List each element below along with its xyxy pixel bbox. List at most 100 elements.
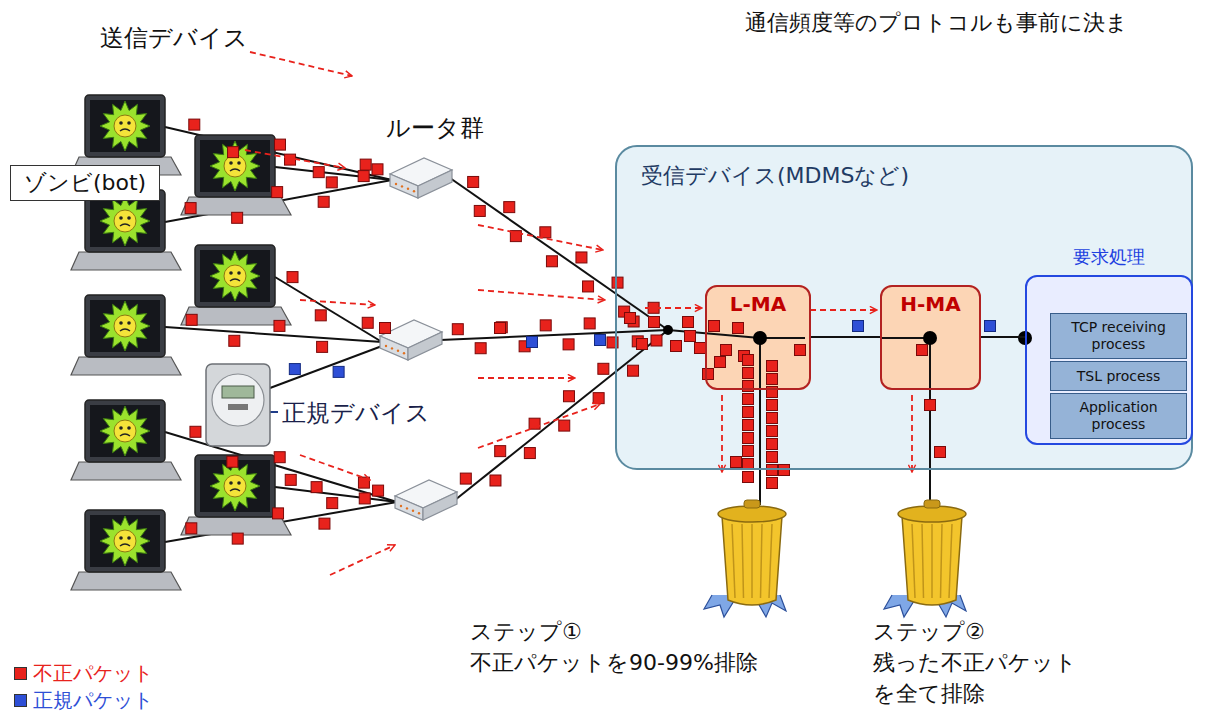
flow-arrow (250, 52, 352, 76)
attack-packet (767, 361, 778, 372)
attack-packet (285, 474, 296, 485)
attack-packet (593, 393, 604, 404)
router-icon (390, 158, 452, 198)
can-rib (732, 524, 735, 598)
router-icon (395, 480, 457, 520)
attack-packet (583, 281, 594, 292)
legit-packet (333, 366, 344, 377)
zombie-laptop (71, 510, 181, 590)
router-side (423, 492, 457, 520)
attack-packet (232, 533, 243, 544)
attack-packet (373, 485, 384, 496)
attack-packet (227, 456, 238, 467)
attack-packet (315, 310, 326, 321)
can-rib (742, 524, 744, 598)
node-text: TCP receiving process (1055, 319, 1182, 353)
attack-packet (317, 341, 328, 352)
virus-mouth (230, 279, 240, 281)
flow-arrow (300, 455, 370, 480)
attack-packet (362, 317, 373, 328)
laptop-screen (85, 510, 165, 572)
wire (275, 277, 382, 342)
virus-eye (127, 121, 131, 125)
attack-packet (625, 313, 636, 324)
attack-packet (189, 119, 200, 130)
virus-face (114, 210, 136, 232)
request-processing-box: 要求処理TCP receiving processTSL processAppl… (1025, 275, 1193, 445)
legend-swatch (14, 694, 27, 707)
router-led (406, 507, 408, 509)
virus-burst (100, 101, 150, 151)
note-text: 通信頻度等のプロトコルも事前に決ま (745, 8, 1128, 38)
connector-line (981, 336, 1025, 338)
virus-eye (127, 321, 131, 325)
router-led (400, 505, 402, 507)
attack-packet (360, 159, 371, 170)
virus-mouth (230, 169, 240, 171)
flow-arrow (911, 395, 913, 472)
junction-dot (753, 331, 767, 345)
node-text: ゾンビ(bot) (11, 166, 159, 200)
laptop-display (200, 140, 270, 192)
legend-row: 正規パケット (14, 687, 153, 714)
virus-mouth (120, 224, 130, 226)
step-note: ステップ① 不正パケットを90-99%排除 (470, 616, 770, 678)
attack-packet (229, 335, 240, 346)
can-rib (751, 524, 753, 598)
flow-arrow (245, 150, 345, 168)
attack-packet (767, 413, 778, 424)
legit-packet (985, 321, 996, 332)
router-led (413, 190, 415, 192)
virus-eye (127, 426, 131, 430)
virus-eye (237, 161, 241, 165)
attack-packet (731, 457, 742, 468)
flow-arrow (810, 309, 877, 311)
legit-packet (853, 321, 864, 332)
attack-packet (584, 318, 595, 329)
attack-packet (540, 320, 551, 331)
node-fill (705, 285, 811, 390)
attack-packet (779, 465, 790, 476)
virus-eye (229, 161, 233, 165)
virus-burst (100, 516, 150, 566)
meter-dial (212, 374, 264, 426)
virus-face (114, 315, 136, 337)
wire (450, 178, 668, 330)
attack-packet (524, 448, 535, 459)
attack-packet (452, 324, 463, 335)
virus-eye (119, 426, 123, 430)
attack-packet (372, 164, 383, 175)
attack-packet (651, 335, 662, 346)
can-rib (769, 524, 772, 598)
attack-packet (598, 363, 609, 374)
virus-face (224, 265, 246, 287)
meter-display (222, 386, 254, 398)
virus-face (114, 530, 136, 552)
attack-packet (795, 345, 806, 356)
junction-dot (923, 331, 937, 345)
bot-label-box: ゾンビ(bot) (10, 165, 160, 201)
virus-eye (229, 271, 233, 275)
router-led (407, 188, 409, 190)
node-text: H-MA (882, 292, 979, 316)
attack-packet (559, 420, 570, 431)
virus-eye (237, 271, 241, 275)
can-handle (924, 500, 940, 508)
attack-packet (495, 323, 506, 334)
attack-packet (563, 339, 574, 350)
node-text: 要求処理 (1027, 245, 1191, 269)
virus-eye (229, 481, 233, 485)
zombie-laptop (181, 245, 291, 325)
laptop-base (71, 357, 181, 375)
node-text: L-MA (707, 292, 809, 316)
router-led (385, 345, 387, 347)
connector-line (811, 336, 880, 338)
attack-packet (683, 317, 694, 328)
attack-packet (274, 139, 285, 150)
node-text: 受信デバイス(MDMSなど) (641, 161, 1167, 191)
zombie-laptop (71, 95, 181, 175)
attack-packet (767, 478, 778, 489)
wire (759, 338, 761, 505)
virus-mouth (120, 129, 130, 131)
router-label: ルータ群 (386, 112, 484, 144)
